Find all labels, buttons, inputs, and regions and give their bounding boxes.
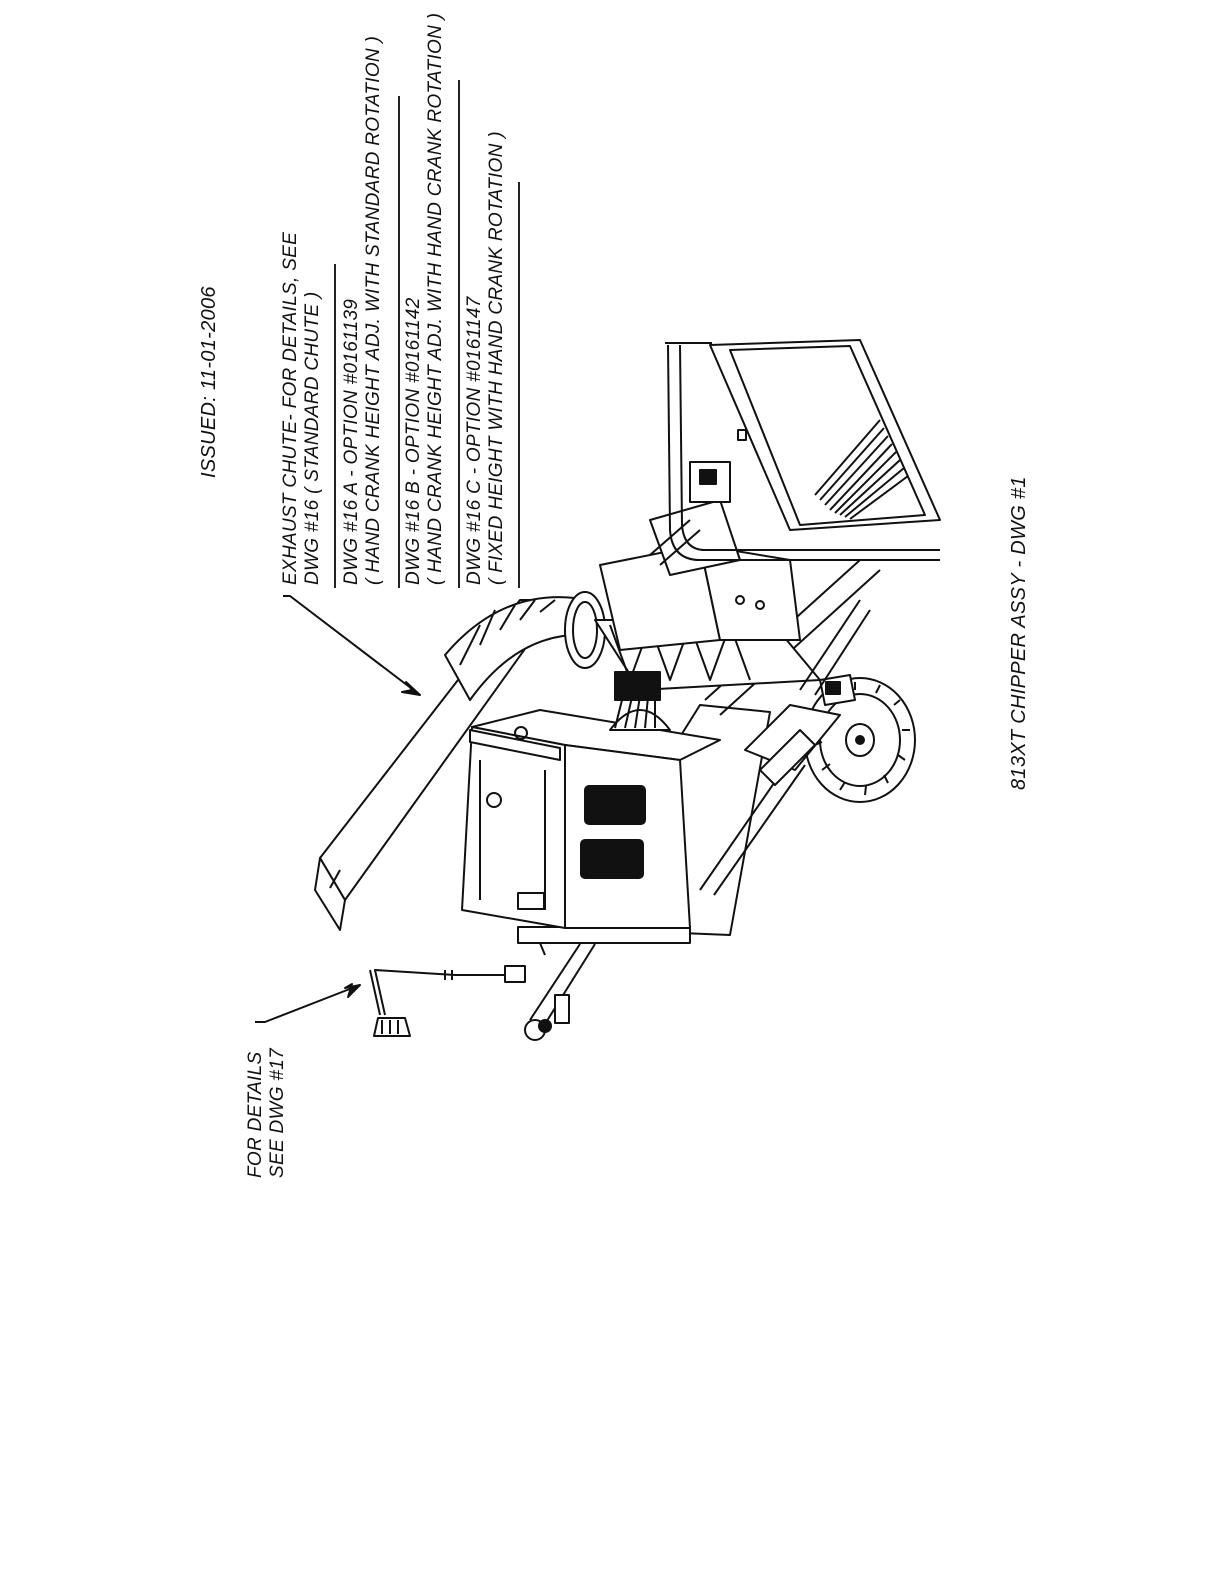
engine-vents xyxy=(580,785,646,879)
callout-option-c: DWG #16 C - OPTION #0161147 ( FIXED HEIG… xyxy=(464,131,508,585)
jack-leader-line xyxy=(255,983,361,1023)
callout-option-a-line2: ( HAND CRANK HEIGHT ADJ. WITH STANDARD R… xyxy=(363,35,384,585)
callout-exhaust-chute-line2: DWG #16 ( STANDARD CHUTE ) xyxy=(302,291,323,585)
callout-option-b-line2: ( HAND CRANK HEIGHT ADJ. WITH HAND CRANK… xyxy=(425,12,446,585)
chute-leader-line xyxy=(283,595,421,696)
callout-exhaust-chute: EXHAUST CHUTE- FOR DETAILS, SEE DWG #16 … xyxy=(280,232,324,585)
chipper-box xyxy=(599,461,801,651)
divider-rule xyxy=(458,80,460,588)
callout-option-c-line1: DWG #16 C - OPTION #0161147 xyxy=(464,296,485,585)
callout-option-b: DWG #16 B - OPTION #0161142 ( HAND CRANK… xyxy=(403,13,447,585)
callout-jack-details-line1: FOR DETAILS xyxy=(245,1051,266,1178)
jack-stand xyxy=(369,965,526,1037)
callout-option-a: DWG #16 A - OPTION #0161139 ( HAND CRANK… xyxy=(341,36,385,585)
callout-jack-details: FOR DETAILS SEE DWG #17 xyxy=(245,1048,289,1178)
divider-rule xyxy=(334,264,336,588)
infeed-hopper xyxy=(665,339,941,561)
callout-jack-details-line2: SEE DWG #17 xyxy=(267,1047,288,1178)
fender xyxy=(744,599,871,786)
exhaust-chute xyxy=(314,591,606,931)
wheel xyxy=(804,677,916,803)
drawing-caption: 813XT CHIPPER ASSY - DWG #1 xyxy=(1008,476,1030,790)
issued-date: ISSUED: 11-01-2006 xyxy=(198,286,220,478)
tongue xyxy=(524,943,596,1041)
drawing-caption-text: 813XT CHIPPER ASSY - DWG #1 xyxy=(1008,476,1030,790)
callout-option-c-line2: ( FIXED HEIGHT WITH HAND CRANK ROTATION … xyxy=(486,131,507,585)
callout-exhaust-chute-line1: EXHAUST CHUTE- FOR DETAILS, SEE xyxy=(280,231,301,585)
divider-rule xyxy=(398,96,400,588)
divider-rule xyxy=(518,182,520,588)
callout-option-b-line1: DWG #16 B - OPTION #0161142 xyxy=(403,297,424,585)
callout-option-a-line1: DWG #16 A - OPTION #0161139 xyxy=(341,298,362,585)
issued-date-text: ISSUED: 11-01-2006 xyxy=(198,286,220,478)
